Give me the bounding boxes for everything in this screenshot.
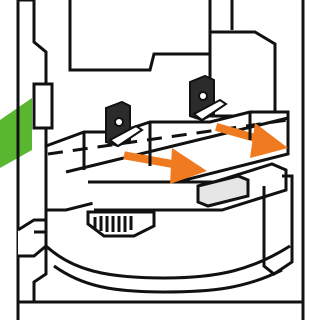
fan-ribs [95, 216, 131, 232]
screw-icon [199, 92, 207, 100]
lower-motor-housing [88, 212, 154, 236]
screw-icon [115, 118, 123, 126]
left-side-block [34, 84, 52, 128]
